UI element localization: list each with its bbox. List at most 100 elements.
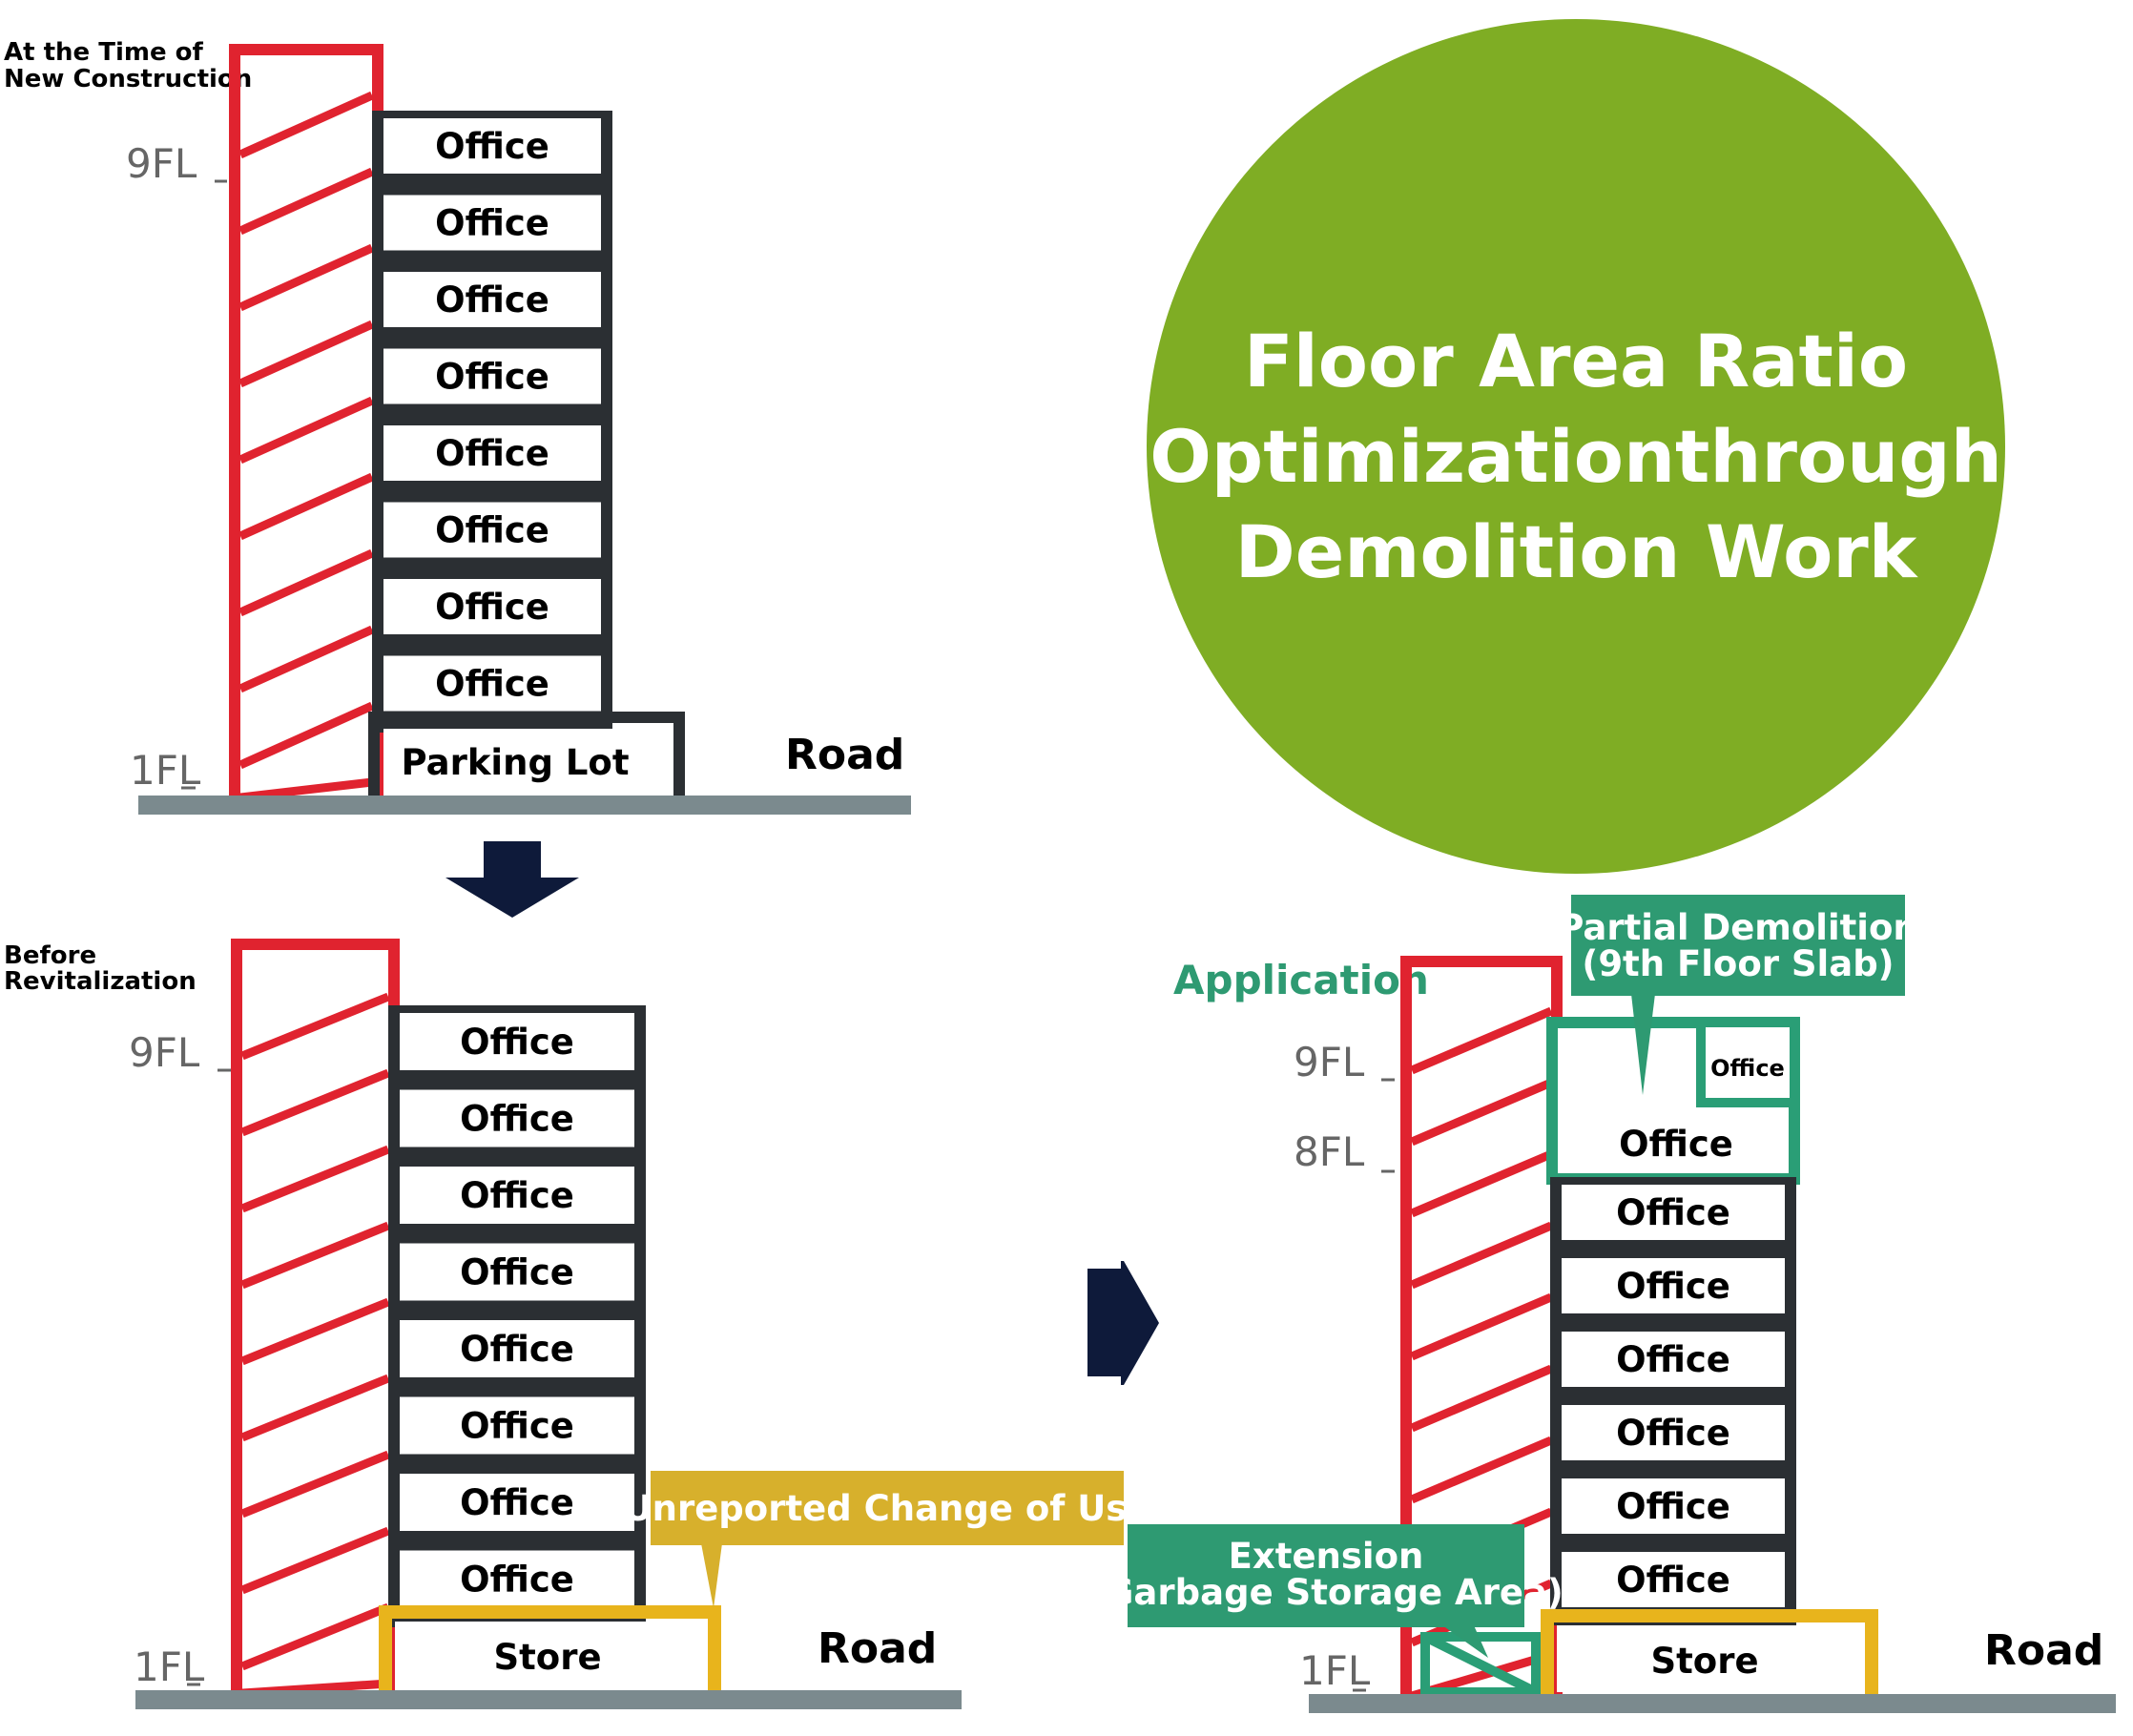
panel3-floor-label: Office	[1616, 1192, 1730, 1233]
title-line-2: Optimizationthrough	[1149, 414, 2002, 499]
panel2-floor-label: Office	[460, 1560, 574, 1601]
panel2-hatch-line-2	[240, 1145, 390, 1213]
panel3-floor-box	[1562, 1552, 1785, 1607]
panel1-hatch-line-8	[238, 701, 374, 770]
panel2-stair-hatch	[240, 992, 390, 1698]
panel1-floor-label: Office	[435, 664, 549, 705]
panel3-heading: Application	[1173, 957, 1429, 1003]
title-circle-shape	[1147, 19, 2005, 874]
panel1-building: OfficeOfficeOfficeOfficeOfficeOfficeOffi…	[372, 111, 612, 733]
panel1-hatch-line-6	[238, 548, 374, 617]
title-line-3: Demolition Work	[1235, 509, 1918, 594]
panel1-floor-label: Office	[435, 203, 549, 244]
panel3-floor-box	[1562, 1332, 1785, 1387]
panel2-callout-box	[651, 1471, 1124, 1545]
panel3-extension-outline	[1420, 1632, 1541, 1697]
panel3-8fl-office-label: Office	[1619, 1124, 1733, 1165]
panel3-floor-label: Office	[1616, 1413, 1730, 1454]
panel1-hatch-line-5	[238, 472, 374, 541]
panel1-floor-box	[383, 425, 601, 481]
panel2-hatch-line-4	[240, 1297, 390, 1366]
panel1-floor-label: Office	[435, 587, 549, 628]
panel2-hatch-line-0	[240, 992, 390, 1061]
panel1-floor-box	[383, 579, 601, 634]
panel2-hatch-line-6	[240, 1450, 390, 1519]
panel2-floor-box	[400, 1474, 634, 1531]
panel2-hatch-line-7	[240, 1526, 390, 1595]
panel1-hatch-line-3	[238, 320, 374, 388]
panel3-floor-box	[1562, 1405, 1785, 1460]
panel3-floor-box	[1562, 1185, 1785, 1240]
panel2-floor-label: Office	[460, 1252, 574, 1293]
panel3-small-office-outline	[1696, 1018, 1799, 1107]
panel2-callout-pointer	[701, 1543, 722, 1608]
panel3-level-1fl: 1FL	[1299, 1647, 1371, 1694]
panel2-floor-box	[400, 1013, 634, 1070]
panel3-demolition-callout-box	[1571, 895, 1905, 996]
panel1-hatch-line-9	[239, 777, 373, 802]
panel2-hatch-line-8	[240, 1602, 390, 1671]
panel1-level-9fl: 9FL	[126, 140, 197, 187]
panel1-floor-box	[383, 272, 601, 327]
panel1-floor-label: Office	[435, 433, 549, 474]
panel3-hatch-line-2	[1410, 1149, 1553, 1218]
panel3-extension-callout-box	[1128, 1524, 1524, 1627]
panel2-hatch-line-5	[240, 1374, 390, 1442]
panel2-callout-text: Unreported Change of Use	[624, 1488, 1151, 1529]
panel3-floor-box	[1562, 1258, 1785, 1313]
panel3-hatch-line-0	[1410, 1006, 1553, 1075]
panel2-floor-box	[400, 1243, 634, 1301]
panel-new-construction: At the Time of New Construction 9FL 1FL …	[4, 38, 911, 815]
panel3-structure-frame	[1550, 1177, 1796, 1625]
panel2-floor-label: Office	[460, 1022, 574, 1063]
panel2-level-9fl: 9FL	[129, 1029, 200, 1076]
panel3-floor-label: Office	[1616, 1266, 1730, 1307]
panel3-level-8fl: 8FL	[1294, 1128, 1365, 1175]
panel3-extension-callout-line1: Extension	[1229, 1536, 1424, 1577]
panel1-parking-label: Parking Lot	[401, 742, 629, 783]
panel3-hatch-line-5	[1410, 1364, 1553, 1433]
panel2-floor-box	[400, 1396, 634, 1455]
panel3-floor-label: Office	[1616, 1339, 1730, 1380]
panel2-level-1fl: 1FL	[134, 1643, 205, 1690]
panel2-floor-label: Office	[460, 1175, 574, 1216]
panel2-floor-label: Office	[460, 1482, 574, 1523]
panel1-floor-box	[383, 655, 601, 712]
panel3-small-office-label: Office	[1710, 1055, 1785, 1082]
panel2-hatch-line-1	[240, 1068, 390, 1137]
panel1-floor-box	[383, 502, 601, 558]
panel2-floor-label: Office	[460, 1406, 574, 1447]
title-line-1: Floor Area Ratio	[1244, 319, 1908, 403]
panel1-floor-box	[383, 195, 601, 251]
panel3-hatch-line-6	[1410, 1436, 1553, 1504]
panel3-store-box	[1557, 1625, 1862, 1692]
panel3-demolition-callout-pointer	[1631, 994, 1655, 1095]
panel2-road-label: Road	[818, 1624, 937, 1673]
panel1-floor-label: Office	[435, 510, 549, 551]
panel1-ground	[138, 796, 911, 815]
panel3-ground	[1309, 1694, 2116, 1713]
panel-before-revitalization: Before Revitalization 9FL 1FL OfficeOffi…	[4, 939, 1151, 1709]
panel-application: Application 9FL 8FL 1FL Office Office Of…	[1088, 895, 2116, 1713]
panel1-hatch-line-4	[238, 396, 374, 465]
panel3-hatch-line-3	[1410, 1221, 1553, 1290]
panel3-demolition-callout-line2: (9th Floor Slab)	[1582, 943, 1894, 984]
panel2-caption-line2: Revitalization	[4, 967, 197, 996]
panel1-caption-line2: New Construction	[4, 65, 252, 93]
panel2-floor-box	[400, 1167, 634, 1224]
panel1-parking-box	[383, 729, 670, 794]
panel1-floor-box	[383, 118, 601, 174]
panel2-floor-box	[400, 1550, 634, 1608]
panel2-caption-line1: Before	[4, 941, 96, 970]
panel3-level-9fl: 9FL	[1294, 1039, 1365, 1085]
panel3-floor-label: Office	[1616, 1560, 1730, 1601]
panel1-floor-label: Office	[435, 357, 549, 398]
panel2-store-box	[395, 1622, 705, 1690]
panel2-ground	[135, 1690, 962, 1709]
panel1-hatch-line-7	[238, 625, 374, 693]
panel1-floor-label: Office	[435, 279, 549, 320]
panel3-extension-callout-line2: (Garbage Storage Area)	[1088, 1572, 1564, 1613]
panel1-caption-line1: At the Time of	[4, 38, 204, 67]
